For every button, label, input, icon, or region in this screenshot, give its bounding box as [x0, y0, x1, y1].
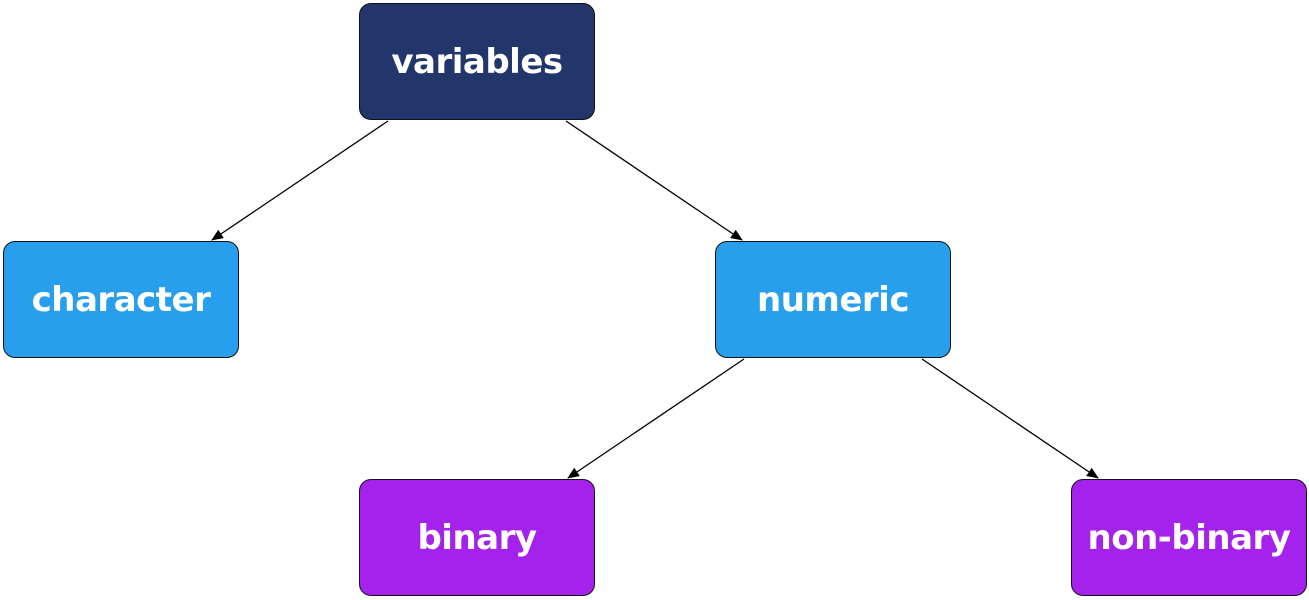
node-binary: binary: [359, 479, 595, 596]
edge-variables-to-character: [211, 120, 389, 241]
edge-numeric-to-non-binary: [921, 358, 1099, 479]
node-character: character: [3, 241, 239, 358]
node-numeric: numeric: [715, 241, 951, 358]
node-non-binary: non-binary: [1071, 479, 1307, 596]
edge-variables-to-numeric: [565, 120, 743, 241]
node-variables: variables: [359, 3, 595, 120]
edge-numeric-to-binary: [567, 358, 745, 479]
